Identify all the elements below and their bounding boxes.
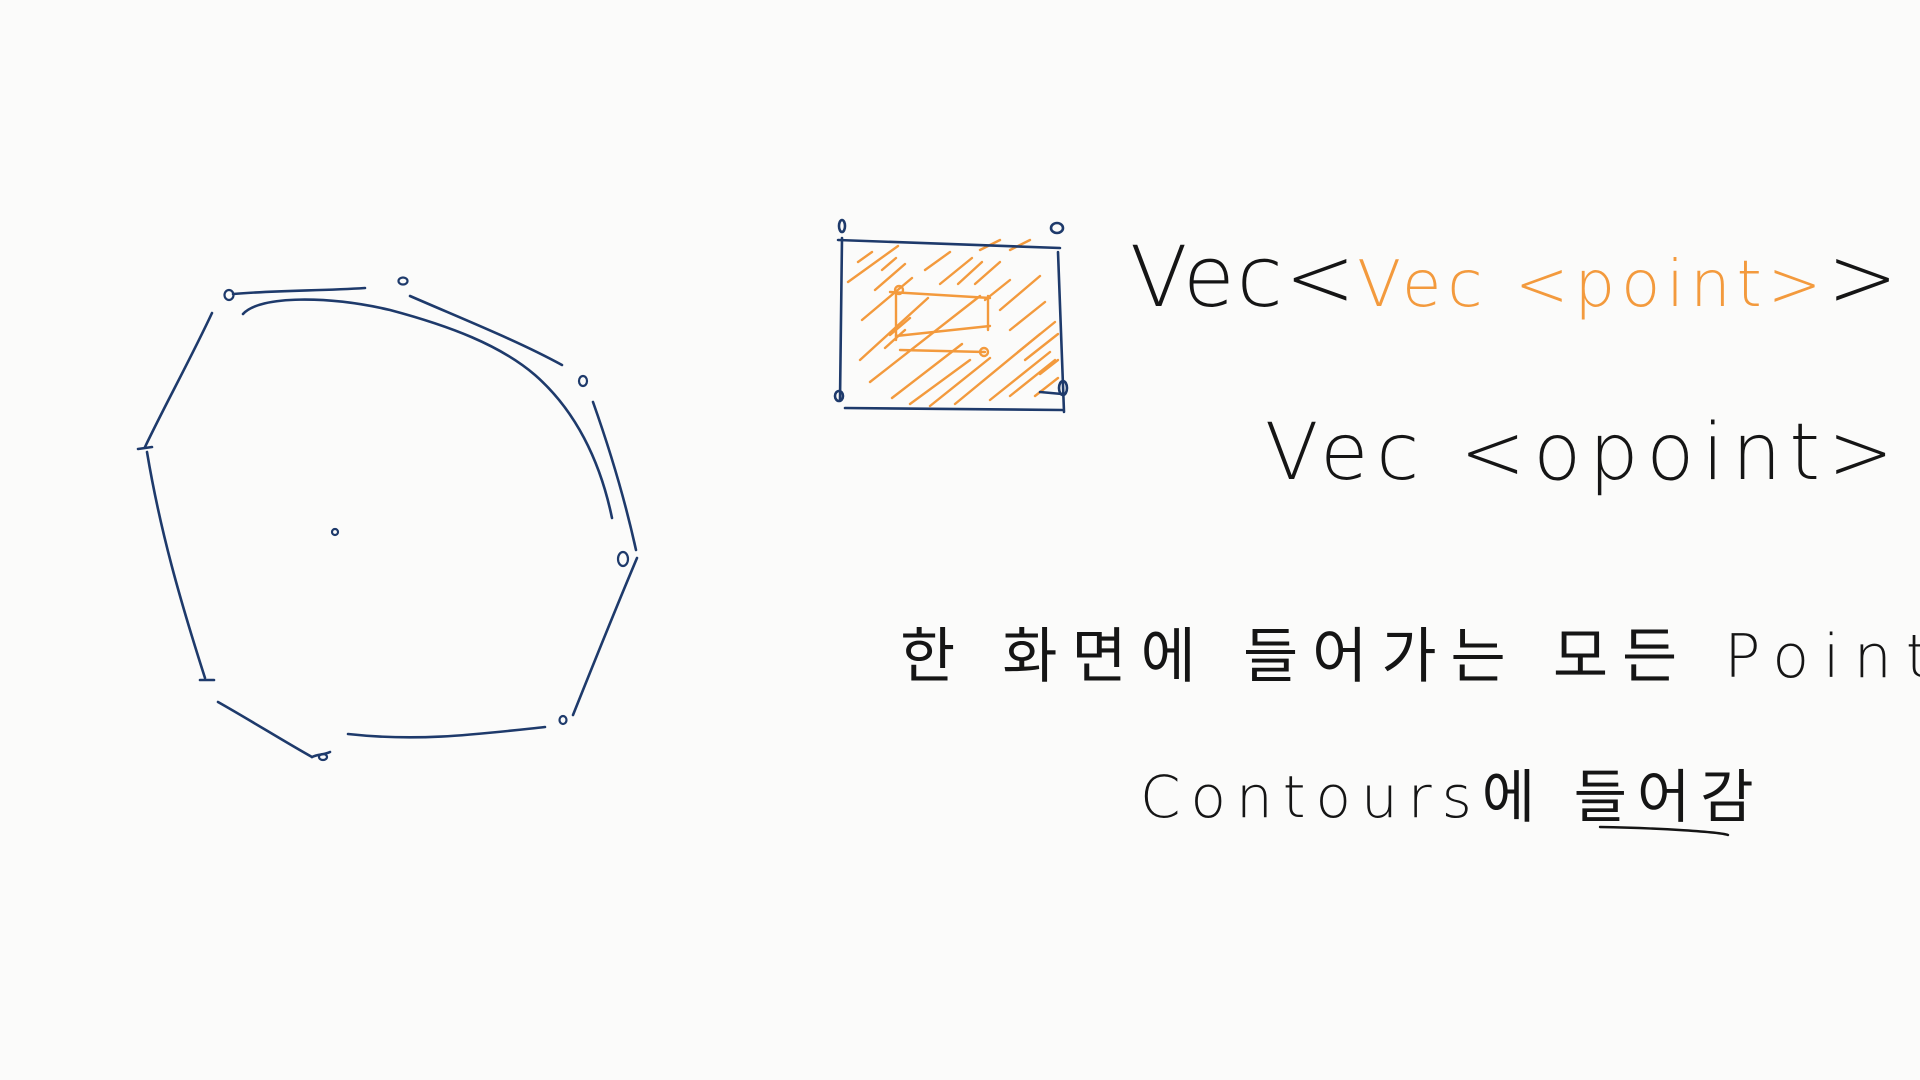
- note-korean-points: 한 화면에 들어가는 모든 Point가: [900, 622, 1920, 692]
- note-open-bracket: <: [1284, 228, 1358, 326]
- hatch-lines: [846, 238, 1060, 408]
- heptagon-contour: [136, 286, 639, 759]
- contour-points: [223, 276, 630, 762]
- contour-edge: [346, 725, 547, 739]
- note-vec-prefix: Vec: [1130, 228, 1285, 326]
- contour-edge: [216, 700, 314, 759]
- inner-rect: [888, 284, 992, 358]
- contour-edge: [145, 450, 207, 680]
- vertex-point: [558, 714, 568, 726]
- contour-edge: [241, 298, 614, 520]
- vertex-point: [397, 276, 409, 286]
- note-vec-vec-point: Vec<Vec <point>>: [1130, 228, 1900, 326]
- note-korean-contours: Contours에 들어감: [1140, 763, 1764, 831]
- underline: [1598, 825, 1730, 837]
- contour-edge: [143, 311, 214, 449]
- outer-rect: [833, 218, 1069, 414]
- note-vec-opoint: Vec <opoint>: [1265, 408, 1902, 498]
- vertex-point: [616, 550, 630, 568]
- vertex-point: [223, 288, 235, 302]
- bounding-box-sketch: [833, 218, 1069, 414]
- contour-edge: [408, 294, 564, 367]
- contour-tick: [136, 445, 154, 451]
- contour-edge: [591, 400, 638, 552]
- center-point: [330, 527, 340, 537]
- note-close-bracket: >: [1827, 228, 1900, 326]
- contour-edge: [571, 556, 639, 717]
- note-inner-vec-point: Vec <point>: [1357, 248, 1828, 322]
- vertex-point: [577, 374, 589, 388]
- vertex-point: [317, 752, 329, 762]
- contour-edge: [231, 286, 367, 296]
